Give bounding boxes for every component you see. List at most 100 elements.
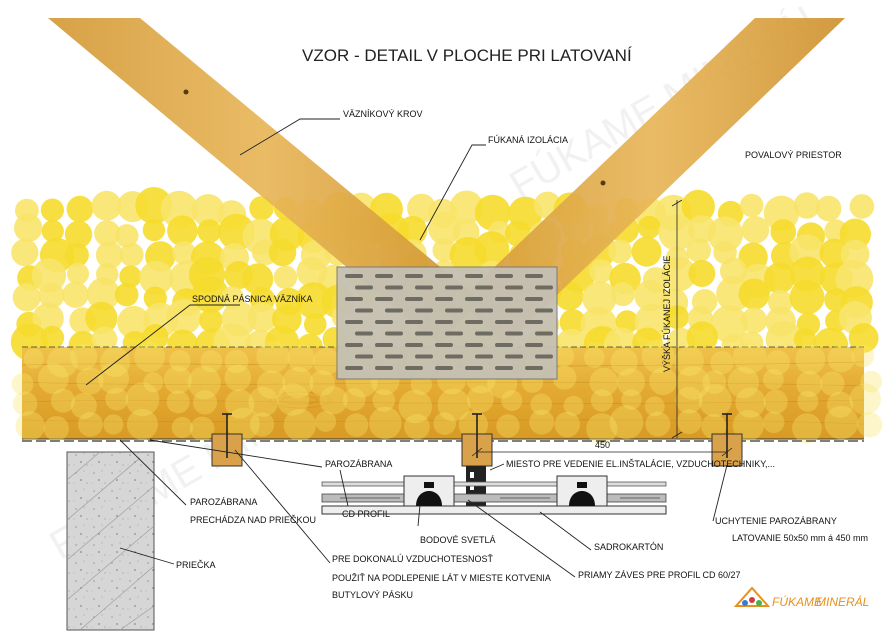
nail-plate-slot [505, 331, 523, 336]
insulation-bubble [611, 282, 635, 307]
insulation-bubble-overlay [860, 370, 883, 393]
insulation-bubble-overlay [609, 405, 644, 440]
insulation-bubble [559, 309, 586, 336]
label-truss-roof: VÄZNÍKOVÝ KROV [343, 109, 423, 119]
insulation-bubble-overlay [189, 416, 215, 442]
insulation-bubble [738, 278, 770, 310]
insulation-bubble-overlay [51, 388, 75, 413]
insulation-bubble-overlay [458, 410, 488, 440]
nail-plate-slot [495, 320, 513, 324]
insulation-bubble-overlay [15, 411, 45, 441]
insulation-bubble [94, 220, 121, 247]
insulation-bubble-overlay [677, 409, 702, 435]
insulation-bubble [815, 195, 842, 222]
nail-plate-slot [375, 297, 393, 301]
insulation-bubble-overlay [37, 363, 69, 394]
label-battens: LATOVANIE 50x50 mm á 450 mm [732, 533, 868, 543]
insulation-bubble-overlay [649, 367, 677, 396]
nail-plate-slot [495, 297, 513, 301]
insulation-bubble-overlay [849, 383, 881, 416]
logo-house-icon [733, 586, 771, 607]
nail-plate-slot [525, 297, 543, 301]
insulation-bubble [62, 281, 89, 308]
nail-plate-slot [465, 320, 483, 324]
nail-plate-slot [385, 331, 403, 336]
insulation-bubble-overlay [319, 386, 348, 415]
nail-plate-slot [505, 354, 523, 359]
label-direct-hanger: PRIAMY ZÁVES PRE PROFIL CD 60/27 [578, 570, 741, 580]
label-drywall: SADROKARTÓN [594, 542, 663, 552]
nail-plate-slot [435, 274, 453, 278]
insulation-bubble-overlay [645, 411, 671, 437]
insulation-bubble-overlay [369, 406, 402, 440]
insulation-bubble-overlay [47, 347, 78, 378]
insulation-bubble-overlay [163, 366, 192, 394]
insulation-bubble-overlay [134, 341, 166, 373]
nail-plate-slot [385, 308, 403, 313]
insulation-bubble-overlay [617, 368, 645, 397]
nail-plate-slot [525, 274, 543, 278]
nail-plate-slot [355, 354, 373, 359]
insulation-bubble-overlay [70, 343, 98, 371]
insulation-bubble [686, 238, 711, 263]
insulation-bubble-overlay [792, 413, 822, 444]
insulation-bubble-overlay [166, 390, 190, 414]
nail-plate-slot [535, 331, 553, 336]
nail-plate-slot [465, 297, 483, 301]
insulation-bubble [582, 281, 617, 316]
nail-plate-slot [435, 343, 453, 347]
knot [183, 89, 189, 95]
nail-plate-slot [405, 366, 423, 370]
insulation-bubble [31, 258, 67, 293]
insulation-bubble [304, 313, 327, 336]
insulation-bubble [428, 212, 461, 245]
insulation-bubble-overlay [762, 368, 784, 390]
insulation-bubble [634, 280, 666, 312]
left-rafter [48, 18, 480, 345]
insulation-bubble-overlay [851, 344, 875, 368]
label-vapor-barrier-2: PAROZÁBRANA [190, 497, 257, 507]
insulation-bubble-overlay [610, 348, 638, 376]
insulation-bubble [40, 325, 65, 350]
insulation-bubble-overlay [171, 416, 193, 439]
insulation-bubble [119, 265, 142, 288]
insulation-bubble-overlay [344, 413, 369, 437]
label-attic-space: POVALOVÝ PRIESTOR [745, 150, 842, 160]
nail-plate-slot [495, 366, 513, 370]
nail-plate-slot [475, 354, 493, 359]
insulation-bubble [741, 307, 768, 334]
nail-plate-slot [345, 343, 363, 347]
insulation-bubble-overlay [126, 408, 158, 440]
nail-plate-slot [415, 354, 433, 359]
insulation-bubble [819, 238, 849, 268]
insulation-bubble-overlay [398, 389, 432, 424]
insulation-bubble [637, 215, 661, 239]
insulation-bubble-overlay [586, 413, 618, 445]
insulation-bubble-overlay [309, 370, 336, 397]
nail-plate-slot [355, 308, 373, 313]
insulation-bubble-overlay [765, 350, 790, 375]
insulation-bubble-overlay [226, 407, 260, 441]
insulation-bubble-overlay [826, 391, 854, 418]
insulation-bubble [199, 308, 223, 333]
insulation-bubble [474, 231, 510, 267]
insulation-bubble-overlay [675, 386, 703, 414]
insulation-bubble [11, 238, 39, 267]
spot-light-right [556, 475, 608, 507]
insulation-bubble-overlay [200, 350, 223, 373]
nail-plate-slot [465, 366, 483, 370]
insulation-bubble [14, 213, 43, 243]
insulation-bubble [41, 220, 64, 243]
drywall-board [321, 505, 667, 515]
nail-plate-slot [535, 354, 553, 359]
insulation-bubble [172, 241, 196, 265]
insulation-bubble-overlay [583, 347, 605, 368]
page-title: VZOR - DETAIL V PLOCHE PRI LATOVANÍ [302, 46, 632, 65]
logo-figure-icon [742, 600, 748, 606]
insulation-bubble [142, 218, 166, 242]
insulation-bubble [191, 194, 225, 227]
insulation-bubble [66, 195, 94, 223]
batten-spacing-dimension [471, 447, 733, 457]
